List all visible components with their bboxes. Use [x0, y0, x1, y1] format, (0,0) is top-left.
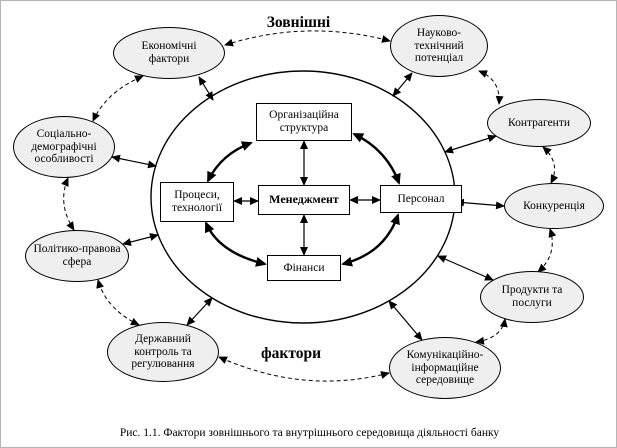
arrow-competition	[455, 198, 505, 210]
arc-finance-personnel	[341, 213, 400, 267]
subsystem-cycle-arcs	[204, 132, 401, 267]
arc-processes-finance	[204, 221, 267, 267]
arrow-communication	[388, 300, 423, 341]
node-contractors: Контрагенти	[487, 99, 591, 147]
dashed-link-political-social	[61, 177, 75, 231]
box-personnel: Персонал	[380, 185, 462, 213]
box-organizational-structure: Організаційна структура	[256, 103, 352, 141]
arrow-products	[437, 255, 494, 281]
arc-personnel-org	[352, 132, 401, 185]
box-management: Менеджмент	[258, 185, 350, 215]
arrow-science	[392, 72, 413, 97]
node-social-demographic-features: Соціально-демографічні особливості	[13, 116, 115, 178]
arrow-state	[186, 297, 213, 326]
arrow-contractors	[444, 134, 497, 154]
arc-org-processes	[206, 141, 253, 183]
node-economic-factors-label: Економічні фактори	[141, 40, 197, 65]
outer-dashed-ring	[61, 30, 559, 382]
dashed-link-state-political	[96, 279, 140, 326]
arrow-social	[111, 154, 157, 169]
management-links	[233, 140, 381, 256]
box-processes-technologies: Процеси, технології	[160, 182, 234, 222]
node-state-control-regulation-label: Державний контроль та регулювання	[131, 332, 195, 371]
node-communication-information-environment: Комунікаційно-інформаційне середовище	[389, 337, 501, 399]
figure-caption: Рис. 1.1. Фактори зовнішнього та внутріш…	[119, 427, 500, 439]
node-communication-information-environment-label: Комунікаційно-інформаційне середовище	[406, 348, 484, 387]
box-management-label: Менеджмент	[269, 192, 339, 207]
box-processes-technologies-label: Процеси, технології	[171, 189, 223, 214]
node-social-demographic-features-label: Соціально-демографічні особливості	[31, 127, 97, 166]
node-products-services: Продукти та послуги	[480, 271, 584, 323]
dashed-link-communication-state	[218, 356, 390, 382]
box-personnel-label: Персонал	[397, 192, 445, 205]
arrow-economic	[198, 76, 214, 101]
dashed-link-science-contractors	[478, 70, 504, 105]
dashed-link-products-communication	[475, 318, 508, 345]
node-state-control-regulation: Державний контроль та регулювання	[107, 322, 219, 382]
node-competition: Конкуренція	[504, 183, 604, 229]
box-finance-label: Фінанси	[283, 261, 325, 274]
node-political-legal-sphere-label: Політико-правова сфера	[33, 243, 121, 268]
node-contractors-label: Контрагенти	[507, 116, 571, 129]
label-factors-bottom: фактори	[260, 345, 322, 362]
dashed-link-economic-science	[224, 30, 391, 47]
node-political-legal-sphere: Політико-правова сфера	[25, 230, 129, 282]
node-economic-factors: Економічні фактори	[113, 27, 225, 79]
node-scientific-technical-potential-label: Науково-технічний потенціал	[414, 26, 464, 65]
box-finance: Фінанси	[267, 255, 341, 281]
label-external-top: Зовнішні	[266, 14, 331, 31]
dashed-link-social-economic	[92, 75, 144, 122]
external-to-internal-arrows	[111, 72, 505, 341]
arrow-political	[122, 233, 159, 246]
dashed-link-contractors-competition	[542, 146, 559, 184]
node-products-services-label: Продукти та послуги	[501, 284, 563, 309]
node-competition-label: Конкуренція	[523, 199, 585, 212]
node-scientific-technical-potential: Науково-технічний потенціал	[390, 15, 488, 77]
box-organizational-structure-label: Організаційна структура	[269, 109, 339, 134]
dashed-link-competition-products	[537, 228, 557, 273]
